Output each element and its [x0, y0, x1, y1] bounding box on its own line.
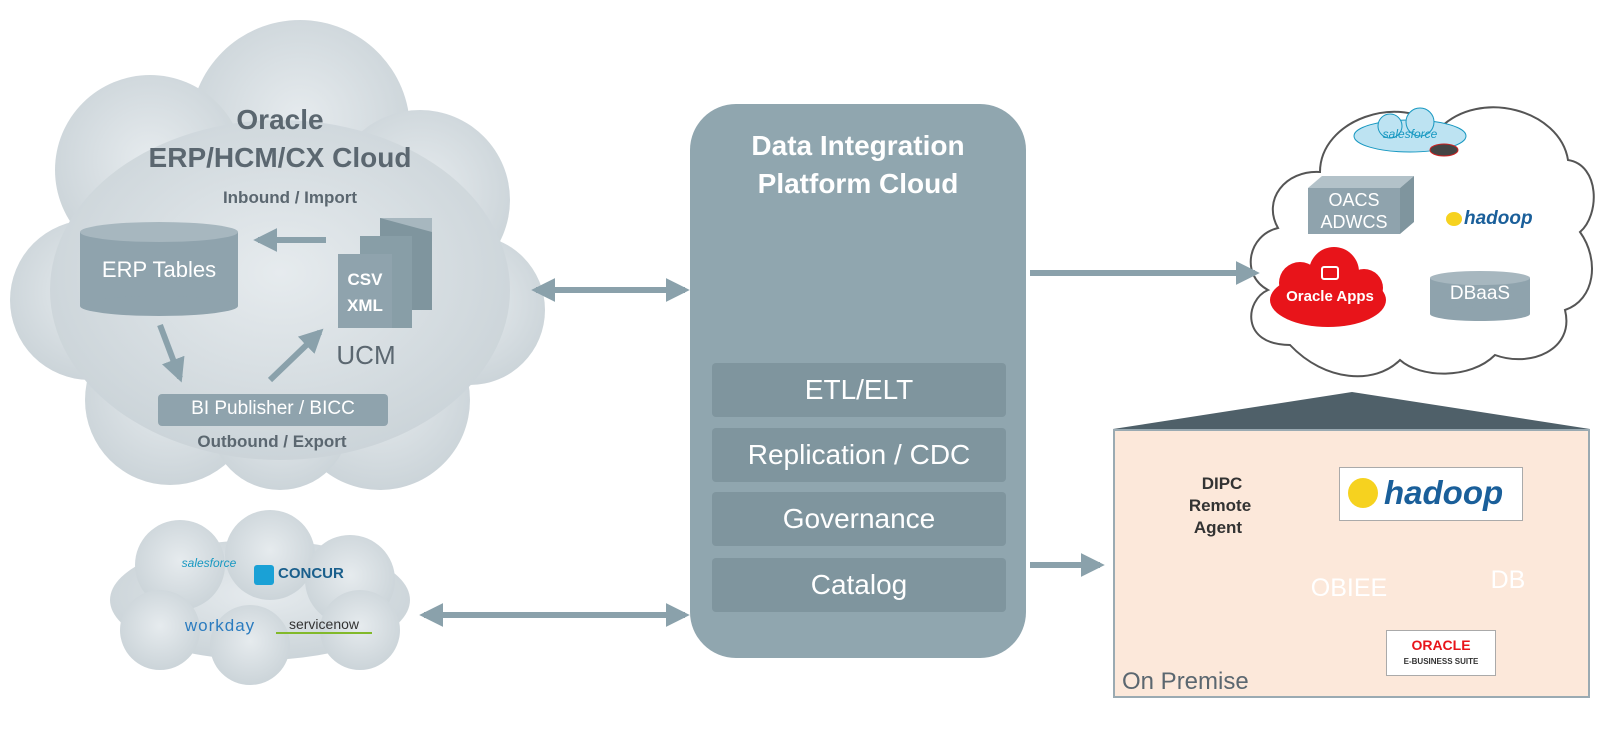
on-premise-label: On Premise [1122, 668, 1249, 695]
outbound-label: Outbound / Export [197, 432, 347, 451]
dipc-title-line1: Data Integration [751, 130, 965, 161]
oracle-ebs-brand: ORACLE [1411, 637, 1471, 653]
oracle-apps-label: Oracle Apps [1286, 288, 1374, 305]
erp-cloud-title-line1: Oracle [236, 104, 324, 135]
saas-salesforce-logo: salesforce [181, 556, 237, 570]
on-premise-hadoop-elephant-icon [1348, 478, 1378, 508]
obiee-label: OBIEE [1310, 574, 1388, 602]
dipc-row-catalog: Catalog [712, 558, 1006, 612]
bi-publisher-box: BI Publisher / BICC [158, 394, 388, 426]
on-premise-hadoop-logo: hadoop [1384, 474, 1504, 511]
oracle-ebs-badge: ORACLE E-BUSINESS SUITE [1386, 630, 1496, 676]
ucm-label: UCM [336, 340, 396, 370]
hadoop-elephant-icon [1446, 212, 1462, 226]
salesforce-target-badge-icon [1429, 143, 1459, 157]
dipc-agent-line2: Remote [1188, 496, 1252, 515]
csv-label: CSV [347, 270, 383, 289]
erp-tables-label: ERP Tables [101, 257, 217, 282]
concur-icon [254, 565, 274, 585]
bi-to-ucm-arrow [267, 328, 324, 383]
oracle-ebs-label: E-BUSINESS SUITE [1403, 657, 1479, 666]
target-hadoop-logo: hadoop [1464, 208, 1533, 229]
dipc-row-etl: ETL/ELT [712, 363, 1006, 417]
erp-tables-cylinder [80, 222, 238, 316]
db-label: DB [1490, 566, 1526, 594]
dbaas-label: DBaaS [1449, 283, 1511, 304]
flow-arrows [157, 228, 1260, 627]
workday-logo: workday [184, 616, 256, 635]
xml-label: XML [347, 296, 383, 315]
dbaas-cylinder [1430, 271, 1530, 321]
dipc-row-governance: Governance [712, 492, 1006, 546]
saas-cloud-shape [110, 510, 410, 685]
servicenow-logo: servicenow [276, 616, 372, 634]
on-premise-roof [1113, 392, 1590, 429]
concur-logo: CONCUR [278, 565, 344, 582]
dipc-agent-line1: DIPC [1201, 474, 1243, 493]
salesforce-target-logo-shape [1353, 107, 1467, 153]
dipc-title-line2: Platform Cloud [757, 168, 959, 199]
dipc-row-replication: Replication / CDC [712, 428, 1006, 482]
inbound-label: Inbound / Import [222, 188, 358, 207]
oracle-apps-cloud-shape [1270, 247, 1386, 327]
erp-to-bi-arrow [157, 323, 185, 383]
dipc-agent-line3: Agent [1193, 518, 1243, 537]
on-premise-hadoop-badge: hadoop [1339, 467, 1523, 521]
erp-cloud-title-line2: ERP/HCM/CX Cloud [148, 142, 412, 173]
oracle-apps-icon [1321, 266, 1339, 280]
oacs-label: OACS [1328, 190, 1380, 210]
adwcs-label: ADWCS [1320, 212, 1388, 232]
csv-xml-documents [338, 218, 432, 328]
target-salesforce-logo: salesforce [1382, 127, 1438, 141]
oacs-cube [1308, 176, 1414, 234]
bi-publisher-label: BI Publisher / BICC [191, 398, 355, 419]
